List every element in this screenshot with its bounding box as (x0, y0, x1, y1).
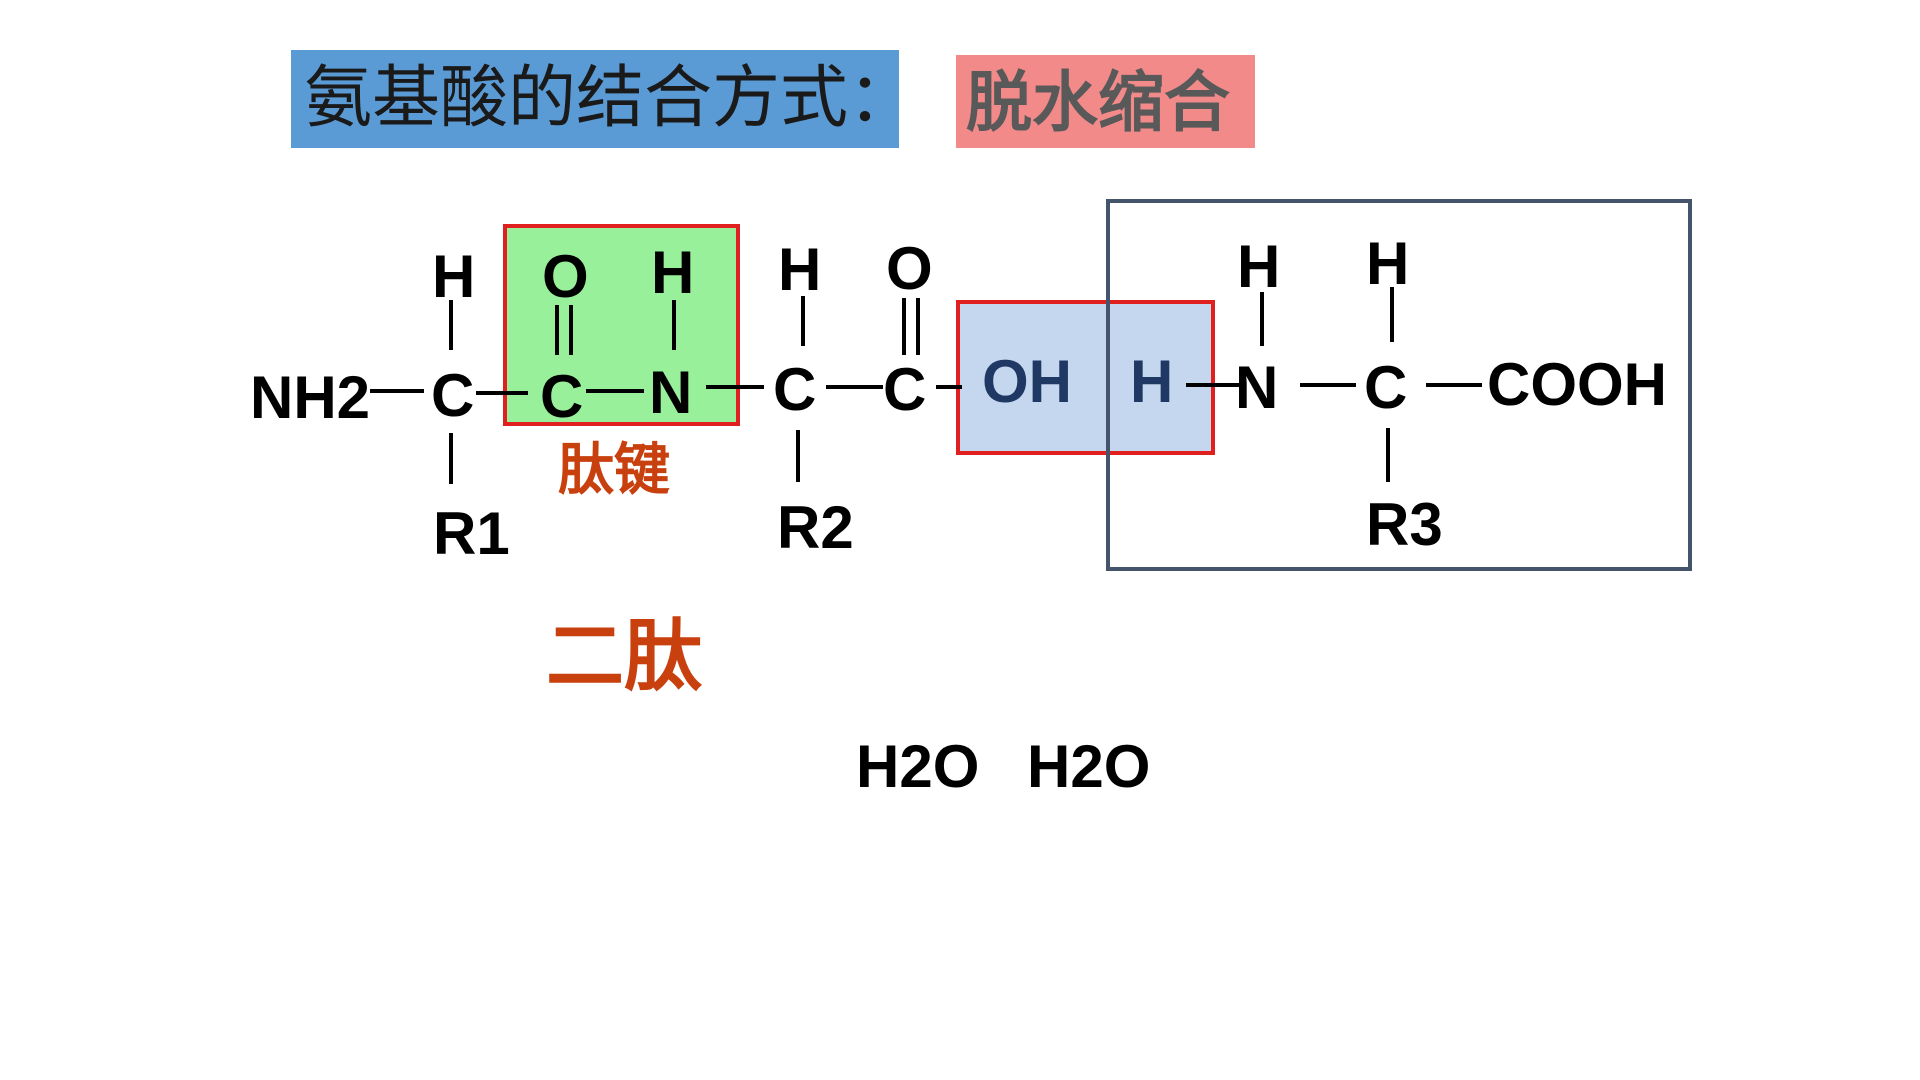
atom-h1: H (432, 243, 475, 310)
water-molecule: H2O (1027, 733, 1150, 800)
third-amino-acid-box (1106, 199, 1692, 571)
atom-c2: C (540, 363, 583, 430)
atom-h5: H (1237, 233, 1280, 300)
atom-r3: R3 (1366, 491, 1443, 558)
atom-oh: OH (982, 348, 1072, 415)
peptide-bond-label: 肽键 (558, 438, 670, 503)
method-label: 脱水缩合 (966, 64, 1230, 141)
atom-n1: N (649, 359, 692, 426)
atom-h2: H (651, 239, 694, 306)
atom-c4: C (883, 356, 926, 423)
atom-r1: R1 (433, 500, 510, 567)
atom-nh2: NH2 (250, 364, 370, 431)
page-title: 氨基酸的结合方式： (304, 59, 917, 138)
title-banner (291, 50, 899, 148)
atom-h6: H (1366, 230, 1409, 297)
atom-c1: C (431, 362, 474, 429)
method-banner (956, 55, 1255, 148)
atom-o1: O (542, 243, 589, 310)
atom-n2: N (1235, 354, 1278, 421)
bond-lines (370, 287, 1482, 484)
water-removal-box (956, 300, 1215, 455)
atom-o2: O (886, 235, 933, 302)
atom-h3: H (778, 236, 821, 303)
atom-c5: C (1364, 354, 1407, 421)
dipeptide-label: 二肽 (546, 612, 703, 702)
water-molecule: H2O (856, 733, 979, 800)
atom-r2: R2 (777, 494, 854, 561)
atom-h4: H (1130, 348, 1173, 415)
atom-c3: C (773, 356, 816, 423)
atom-cooh: COOH (1487, 351, 1667, 418)
